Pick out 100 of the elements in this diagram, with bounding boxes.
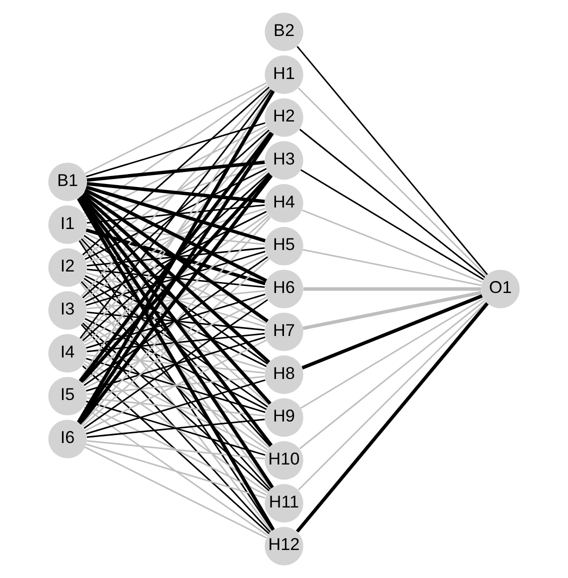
connector xyxy=(80,173,272,384)
connector xyxy=(80,216,271,426)
node-circle: I4 xyxy=(48,334,87,373)
connector xyxy=(84,363,268,494)
connector xyxy=(86,358,266,413)
connector xyxy=(86,185,266,242)
connector xyxy=(80,239,272,489)
connector xyxy=(82,172,270,342)
connector xyxy=(302,290,482,330)
connector xyxy=(84,320,268,450)
connector xyxy=(78,174,273,426)
connector xyxy=(86,400,266,456)
node-circle: I6 xyxy=(48,420,87,458)
connector xyxy=(86,332,265,352)
connector xyxy=(86,122,266,178)
connector xyxy=(303,287,482,291)
connector xyxy=(78,196,273,446)
connector xyxy=(78,132,273,382)
connector xyxy=(84,232,267,324)
connector xyxy=(86,312,265,331)
connector xyxy=(86,268,265,288)
connector xyxy=(86,336,266,392)
connector xyxy=(86,228,266,286)
connector xyxy=(86,444,266,499)
connector xyxy=(84,125,267,218)
connector xyxy=(84,339,267,432)
node-circle: H11 xyxy=(264,484,304,523)
connector xyxy=(298,88,487,276)
connector xyxy=(84,254,267,346)
connector xyxy=(82,215,270,384)
connector xyxy=(80,194,272,405)
connector xyxy=(80,324,271,533)
connector xyxy=(80,89,272,339)
connector xyxy=(82,193,270,364)
connector xyxy=(86,354,265,374)
connector xyxy=(83,191,269,323)
connector xyxy=(82,258,270,427)
connector xyxy=(84,168,267,260)
connector xyxy=(84,210,267,303)
node-circle: H10 xyxy=(264,441,304,480)
connector xyxy=(82,322,270,492)
connector xyxy=(84,188,268,282)
connector xyxy=(300,169,484,280)
node-circle: H5 xyxy=(264,226,304,266)
connector xyxy=(82,365,270,534)
connector xyxy=(302,248,482,286)
node-circle: H12 xyxy=(264,526,304,566)
connector xyxy=(80,131,271,340)
connector xyxy=(86,226,265,246)
node-circle: I3 xyxy=(48,291,87,330)
connector xyxy=(86,204,265,224)
connector xyxy=(84,256,268,386)
connector xyxy=(82,280,270,449)
connector xyxy=(86,418,265,438)
connector xyxy=(86,294,266,349)
connector xyxy=(86,376,265,396)
connector xyxy=(80,282,272,532)
connector xyxy=(84,128,268,258)
node-circle: B1 xyxy=(48,162,87,202)
connector xyxy=(84,296,267,389)
node-circle: H6 xyxy=(264,270,304,308)
connector xyxy=(80,238,271,447)
connector xyxy=(86,379,266,434)
connector xyxy=(84,446,267,539)
connector xyxy=(86,208,266,264)
connector xyxy=(84,213,268,344)
connector xyxy=(84,299,268,429)
node-circle: H8 xyxy=(264,355,304,394)
connector xyxy=(299,300,486,450)
node-circle: H2 xyxy=(264,98,304,137)
connector xyxy=(86,272,266,328)
node-circle: I2 xyxy=(48,248,87,287)
connector xyxy=(84,170,268,300)
connector xyxy=(86,182,265,204)
connector xyxy=(84,318,267,410)
connector xyxy=(84,82,267,174)
connector xyxy=(86,250,266,306)
node-circle: H1 xyxy=(264,55,304,94)
node-circle: H7 xyxy=(264,312,304,352)
connector xyxy=(86,247,265,266)
connector xyxy=(86,290,265,310)
connector xyxy=(84,234,268,365)
node-circle: H9 xyxy=(264,398,304,437)
connector xyxy=(84,406,268,536)
node-circle: H3 xyxy=(264,141,304,180)
node-circle: O1 xyxy=(481,270,520,308)
connector xyxy=(82,86,270,256)
connector xyxy=(86,165,266,220)
node-circle: B2 xyxy=(264,12,304,52)
connector xyxy=(86,314,266,370)
connector xyxy=(299,128,486,278)
connector xyxy=(298,302,487,490)
connector xyxy=(296,302,489,533)
connector xyxy=(86,440,265,460)
connector xyxy=(84,404,267,496)
connector xyxy=(84,278,268,408)
connector xyxy=(80,88,271,297)
connector xyxy=(302,294,483,370)
node-circle: I1 xyxy=(48,205,87,244)
node-circle: I5 xyxy=(48,376,87,416)
